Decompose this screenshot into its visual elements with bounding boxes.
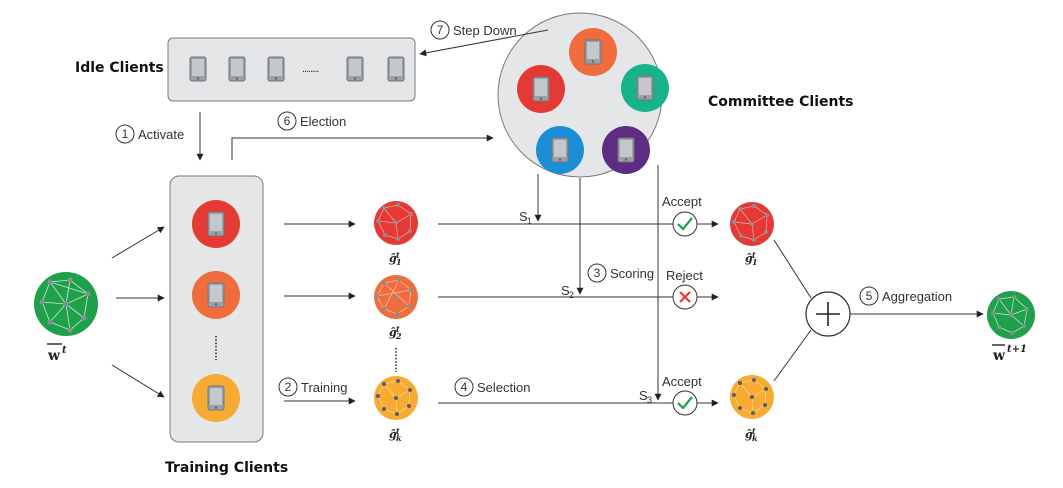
acc-g1-sub: 1 <box>752 257 758 267</box>
plus-icon <box>816 302 840 326</box>
wt-symbol: w <box>47 348 61 364</box>
svg-text:4: 4 <box>461 380 468 394</box>
g1-sub: 1 <box>396 257 402 267</box>
check-icon <box>677 217 693 231</box>
phone-icon <box>636 75 654 101</box>
step-election: 6 Election <box>277 111 346 131</box>
acc-gk-sub: k <box>752 433 758 443</box>
phone-icon <box>584 39 602 65</box>
svg-text:Step Down: Step Down <box>453 23 517 38</box>
score-s1: S <box>519 209 528 224</box>
local-model-gk <box>374 376 418 420</box>
phone-icon <box>207 282 225 308</box>
phone-icon <box>189 56 207 82</box>
phone-icon <box>387 56 405 82</box>
accepted-model-gk <box>730 375 774 419</box>
accept-label-2: Accept <box>662 374 702 389</box>
step-training: 2 Training <box>278 377 347 397</box>
network-icon <box>733 205 768 241</box>
wt1-superscript: t+1 <box>1007 344 1027 355</box>
arrow-wt-clientk <box>111 364 165 398</box>
step-scoring: 3 Scoring <box>587 263 654 283</box>
accept-badge-2 <box>672 390 698 416</box>
svg-text:Aggregation: Aggregation <box>882 289 952 304</box>
score-s2-sub: 2 <box>569 290 574 300</box>
line-g1-to-sum <box>773 239 812 299</box>
svg-text:7: 7 <box>437 23 444 37</box>
phone-icon <box>346 56 364 82</box>
phone-icon <box>207 385 225 411</box>
svg-text:Election: Election <box>300 114 346 129</box>
svg-text:6: 6 <box>284 114 291 128</box>
g1-symbol: ĝ <box>389 252 397 265</box>
accept-label-1: Accept <box>662 194 702 209</box>
acc-g1-sup: t <box>752 250 756 260</box>
svg-text:5: 5 <box>866 289 873 303</box>
global-model-wt <box>34 272 98 336</box>
svg-text:3: 3 <box>594 266 601 280</box>
svg-text:2: 2 <box>285 380 292 394</box>
step-step-down: 7 Step Down <box>430 20 517 40</box>
acc-gk-symbol: ĝ <box>745 428 753 441</box>
idle-clients-box <box>167 37 416 102</box>
acc-g1-symbol: ĝ <box>745 252 753 265</box>
phone-icon <box>551 137 569 163</box>
gk-sub: k <box>396 433 402 443</box>
arrow-election <box>231 134 494 160</box>
step-activate: 1 Activate <box>115 124 184 144</box>
svg-text:Scoring: Scoring <box>610 266 654 281</box>
reject-label: Reject <box>666 268 703 283</box>
arrow-step-down <box>419 29 549 57</box>
network-icon <box>41 279 89 331</box>
score-s3: S <box>639 388 648 403</box>
accept-badge-1 <box>672 211 698 237</box>
network-icon <box>377 204 412 240</box>
network-icon <box>992 296 1028 334</box>
idle-clients-label: Idle Clients <box>75 60 164 76</box>
phone-icon <box>228 56 246 82</box>
line-gk-to-sum <box>773 329 812 382</box>
step-aggregation: 5 Aggregation <box>859 286 952 306</box>
committee-clients-label: Committee Clients <box>708 94 853 110</box>
local-model-g2 <box>374 275 418 319</box>
network-icon <box>376 279 412 315</box>
local-model-g1 <box>374 201 418 245</box>
svg-text:Selection: Selection <box>477 380 530 395</box>
gk-symbol: ĝ <box>389 428 397 441</box>
g2-sub: 2 <box>395 331 402 341</box>
svg-text:Training: Training <box>301 380 347 395</box>
score-s3-sub: 3 <box>647 395 652 405</box>
check-icon <box>677 396 693 410</box>
phone-icon <box>617 137 635 163</box>
svg-text:Activate: Activate <box>138 127 184 142</box>
training-clients-label: Training Clients <box>165 460 288 476</box>
score-s1-sub: 1 <box>527 216 532 226</box>
phone-icon <box>207 211 225 237</box>
g2-symbol: ĝ <box>389 326 397 339</box>
g2-sup: t <box>396 324 400 334</box>
arrow-wt-client1 <box>111 226 165 259</box>
acc-gk-sup: t <box>752 426 756 436</box>
idle-ellipsis: ........ <box>302 63 319 75</box>
step-selection: 4 Selection <box>454 377 530 397</box>
global-model-wt1 <box>987 291 1035 339</box>
network-icon <box>377 380 411 415</box>
cross-icon <box>679 291 691 303</box>
wt1-symbol: w <box>992 348 1006 364</box>
score-s2: S <box>561 283 570 298</box>
g1-sup: t <box>396 250 400 260</box>
gk-sup: t <box>396 426 400 436</box>
accepted-model-g1 <box>730 202 774 246</box>
phone-icon <box>267 56 285 82</box>
phone-icon <box>532 76 550 102</box>
wt-superscript: t <box>62 345 67 356</box>
svg-text:1: 1 <box>122 127 129 141</box>
network-icon <box>733 379 767 414</box>
